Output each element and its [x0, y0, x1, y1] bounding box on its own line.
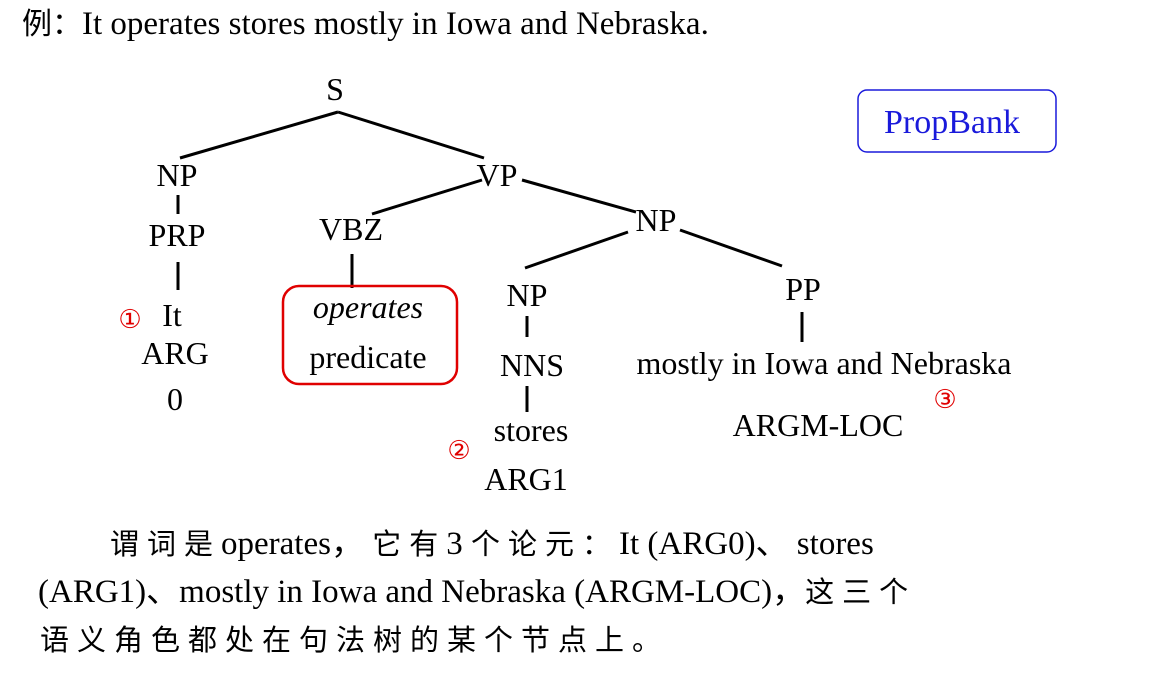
- leaf-mostly-in-iowa-and-nebraska: mostly in Iowa and Nebraska: [636, 345, 1011, 381]
- node-np-subject: NP: [157, 157, 198, 193]
- edge-s-np: [179, 110, 339, 160]
- role-arg0-line1: ARG: [141, 335, 209, 371]
- explanation-operates: operates，: [221, 526, 364, 562]
- marker-2: ②: [447, 436, 470, 466]
- edge-vp-np: [521, 178, 637, 214]
- predicate-highlight-box: [281, 284, 459, 386]
- role-predicate: predicate: [309, 339, 426, 375]
- explanation-paragraph: 谓词是operates， 它有3 个论元：It (ARG0)、 stores (…: [38, 520, 1120, 664]
- role-argm-loc: ARGM-LOC: [733, 407, 904, 443]
- node-nns: NNS: [500, 347, 564, 383]
- propbank-badge-box: [857, 89, 1057, 153]
- node-np-inner: NP: [507, 277, 548, 313]
- edge-s-vp: [337, 110, 485, 160]
- explanation-cn-has: 它有: [372, 527, 447, 561]
- node-vp: VP: [477, 157, 518, 193]
- role-arg1: ARG1: [484, 461, 568, 497]
- node-s: S: [326, 71, 344, 107]
- leaf-it: It: [162, 297, 182, 333]
- example-text: It operates stores mostly in Iowa and Ne…: [82, 6, 709, 42]
- marker-1: ①: [118, 305, 141, 335]
- explanation-line-2: (ARG1)、mostly in Iowa and Nebraska (ARGM…: [38, 568, 1120, 616]
- explanation-cn-predicate: 谓词是: [110, 527, 222, 561]
- explanation-args-start: It (ARG0)、 stores: [619, 526, 874, 562]
- propbank-badge-label: PropBank: [884, 104, 1020, 141]
- explanation-cn-these-three: 这三个: [805, 575, 917, 609]
- marker-3: ③: [933, 385, 956, 415]
- edge-np-pp: [679, 228, 783, 268]
- explanation-cn-conclusion: 语义角色都处在句法树的某个节点上。: [40, 623, 670, 657]
- parse-tree: S NP PRP VP VBZ NP NP NNS PP It operates…: [118, 71, 1057, 497]
- node-vbz: VBZ: [319, 211, 383, 247]
- edge-np-npinner: [524, 230, 629, 270]
- explanation-line-1: 谓词是operates， 它有3 个论元：It (ARG0)、 stores: [40, 520, 1120, 568]
- explanation-args-rest: (ARG1)、mostly in Iowa and Nebraska (ARGM…: [38, 574, 806, 610]
- node-prp: PRP: [149, 217, 206, 253]
- leaf-operates: operates: [313, 289, 423, 325]
- explanation-count: 3: [446, 526, 463, 562]
- explanation-line-3: 语义角色都处在句法树的某个节点上。: [40, 616, 1120, 664]
- node-pp: PP: [785, 271, 821, 307]
- explanation-cn-arguments: 个论元：: [470, 527, 619, 561]
- edge-vp-vbz: [371, 178, 483, 216]
- example-label: 例：: [22, 7, 82, 42]
- example-sentence: 例：It operates stores mostly in Iowa and …: [22, 2, 709, 47]
- role-arg0-line2: 0: [167, 381, 183, 417]
- leaf-stores: stores: [494, 412, 569, 448]
- node-np-object: NP: [636, 202, 677, 238]
